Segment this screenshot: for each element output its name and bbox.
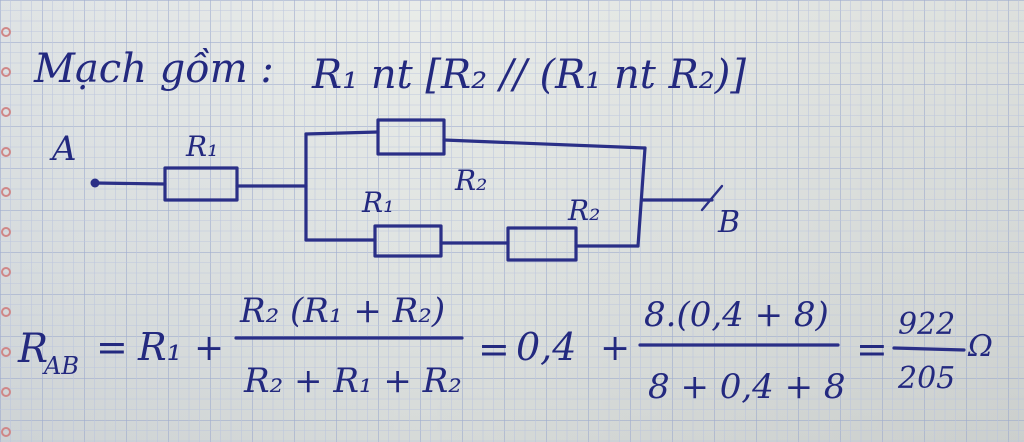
r1-main-label: R₁: [185, 130, 218, 163]
fraction-denominator: R₂ + R₁ + R₂: [243, 361, 462, 401]
terminal-b-label: B: [717, 205, 740, 240]
plus-1: +: [194, 328, 224, 369]
plus-2: +: [600, 328, 630, 369]
equals-2: =: [478, 327, 510, 371]
result-numerator: 922: [898, 307, 955, 342]
resistor-r2-top: [376, 118, 446, 156]
equals-3: =: [856, 327, 888, 371]
equals-1: =: [96, 325, 128, 369]
resistor-r1-main: [163, 166, 239, 202]
wire-right-junction: [636, 146, 647, 248]
r2-top-label: R₂: [454, 164, 487, 197]
result-denominator: 205: [897, 361, 955, 396]
formula-line: R AB = R₁ + R₂ (R₁ + R₂) R₂ + R₁ + R₂ = …: [17, 291, 993, 407]
binding-holes: [1, 27, 11, 437]
terminal-b-mark: [700, 184, 724, 212]
resistor-r1-lower: [373, 224, 443, 258]
r1-term: R₁: [137, 325, 182, 369]
rab-subscript: AB: [42, 352, 79, 380]
r2-lower-label: R₂: [567, 194, 600, 227]
wire-a-to-r1: [93, 181, 167, 186]
fraction-bar-3: [892, 346, 966, 352]
fraction-numerator: R₂ (R₁ + R₂): [239, 291, 445, 331]
wire-top-right: [442, 138, 647, 150]
value-start: 0,4: [516, 325, 576, 369]
rab-symbol: R: [17, 326, 48, 372]
wire-top-left: [304, 130, 380, 136]
heading-expression: R₁ nt [R₂ // (R₁ nt R₂)]: [311, 52, 746, 98]
numeric-denominator: 8 + 0,4 + 8: [648, 367, 846, 407]
circuit-diagram: A R₁ R₂ R₁ R₂ B: [49, 118, 740, 262]
unit-ohm: Ω: [967, 329, 993, 364]
terminal-a-label: A: [49, 129, 77, 169]
r1-lower-label: R₁: [361, 186, 394, 219]
numeric-numerator: 8.(0,4 + 8): [644, 295, 829, 335]
resistor-r2-lower: [506, 226, 578, 262]
heading-prefix: Mạch gồm :: [33, 46, 274, 92]
